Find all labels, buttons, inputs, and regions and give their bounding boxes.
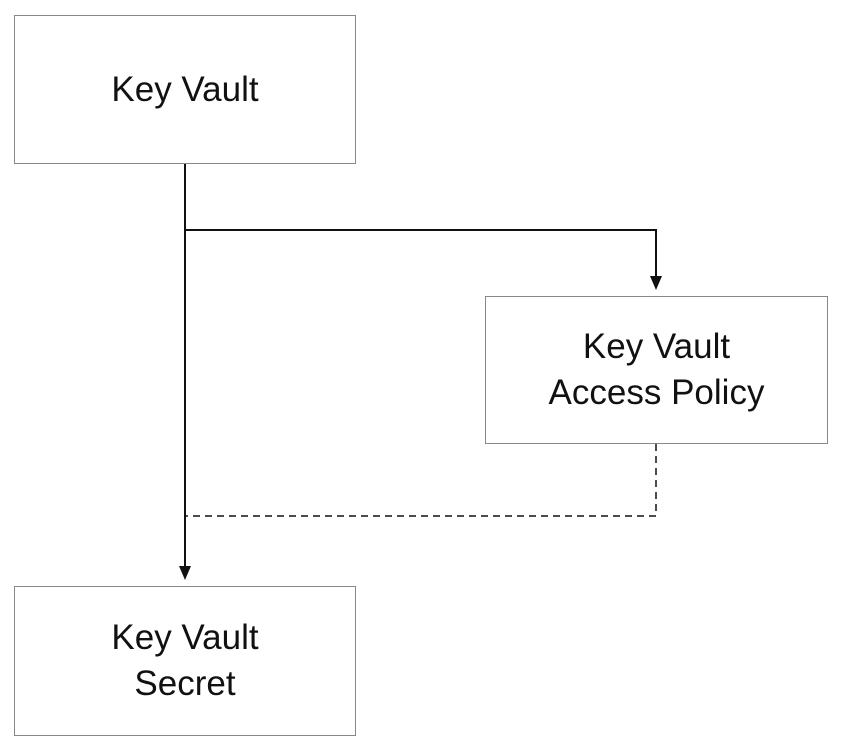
arrowhead-access-policy xyxy=(650,276,662,290)
node-key-vault-secret: Key Vault Secret xyxy=(14,586,356,736)
node-key-vault: Key Vault xyxy=(14,15,356,164)
node-secret-label-line1: Key Vault xyxy=(111,618,259,657)
arrowhead-secret xyxy=(179,566,191,580)
node-key-vault-label: Key Vault xyxy=(111,69,259,109)
node-access-policy-label-line2: Access Policy xyxy=(548,373,765,412)
node-secret-label-line2: Secret xyxy=(134,664,236,703)
edge-keyvault-to-access-policy xyxy=(185,229,657,276)
edge-access-policy-to-secret xyxy=(185,444,657,517)
node-key-vault-access-policy: Key Vault Access Policy xyxy=(485,296,828,444)
node-access-policy-label-line1: Key Vault xyxy=(582,327,731,366)
